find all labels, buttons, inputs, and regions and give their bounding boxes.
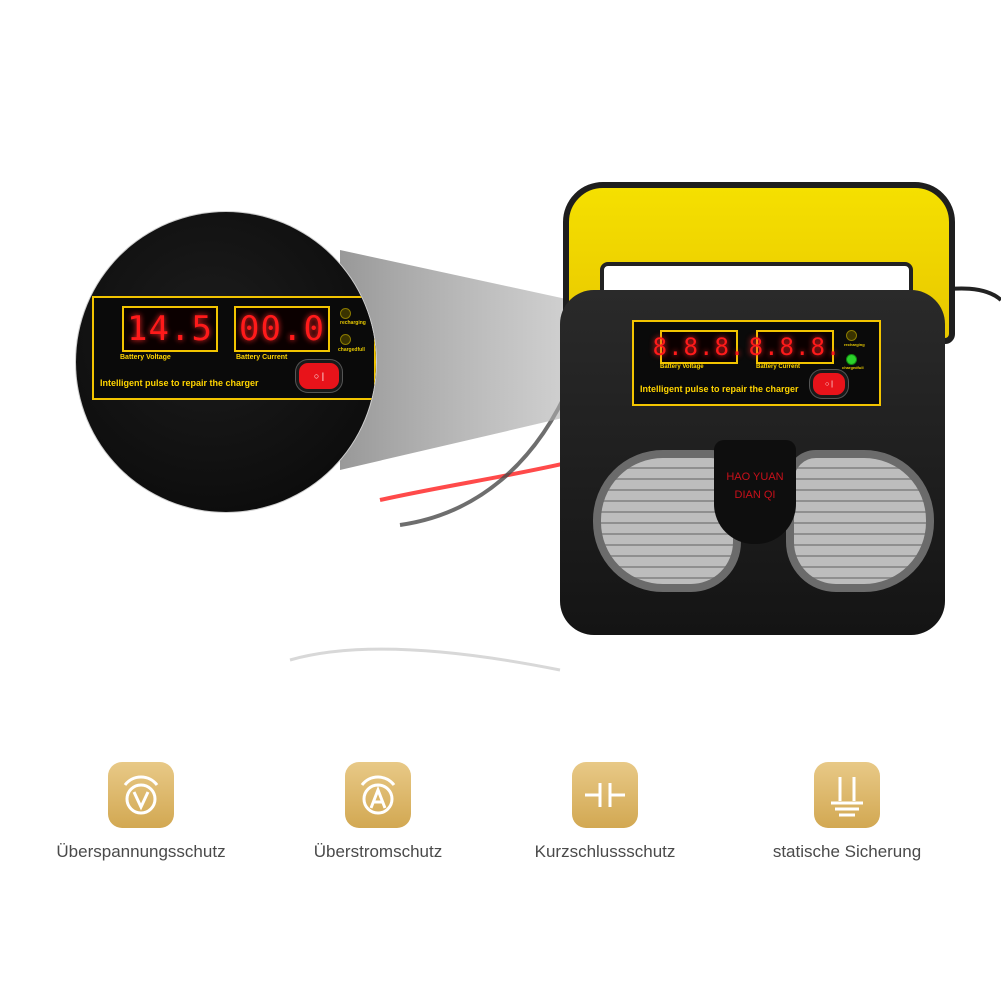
zoomed-display-panel: 14.5 00.0 Battery Voltage Battery Curren…: [92, 296, 376, 400]
charged-full-led-icon: [340, 334, 351, 345]
device-charged-full-led-icon: [846, 354, 857, 365]
feature-overvoltage: Überspannungsschutz: [41, 762, 241, 862]
feature-label-static-protection: statische Sicherung: [772, 842, 922, 861]
voltage-display: 14.5: [122, 306, 218, 352]
ground-icon: [814, 762, 880, 828]
device-display-panel: 8.8.8. 8.8.8. Battery Voltage Battery Cu…: [632, 320, 881, 406]
device-current-display: 8.8.8.: [749, 330, 840, 364]
device-recharging-led-icon: [846, 330, 857, 341]
charged-full-label: chargedfull: [338, 347, 365, 353]
feature-label-overcurrent: Überstromschutz: [313, 842, 443, 861]
recharging-label: recharging: [340, 320, 366, 326]
recharging-led-icon: [340, 308, 351, 319]
device-charged-full-label: chargedfull: [842, 365, 864, 370]
right-vent-grille: [786, 450, 934, 592]
device-power-switch: ○ |: [810, 370, 848, 398]
overvoltage-icon: [108, 762, 174, 828]
brand-line-1: HAO YUAN: [726, 471, 784, 483]
feature-label-overvoltage: Überspannungsschutz: [56, 842, 226, 861]
brand-line-2: DIAN QI: [734, 489, 776, 501]
device-recharging-label: recharging: [844, 342, 865, 347]
voltage-label: Battery Voltage: [120, 354, 171, 361]
feature-label-short-circuit: Kurzschlussschutz: [534, 842, 676, 861]
feature-overcurrent: Überstromschutz: [278, 762, 478, 862]
device-voltage-label: Battery Voltage: [660, 364, 704, 370]
device-current-label: Battery Current: [756, 364, 801, 370]
device-slogan-text: Intelligent pulse to repair the charger: [640, 384, 799, 394]
short-circuit-icon: [572, 762, 638, 828]
current-display: 00.0: [234, 306, 330, 352]
feature-static-protection: statische Sicherung: [747, 762, 947, 862]
feature-short-circuit: Kurzschlussschutz: [505, 762, 705, 862]
device-voltage-display: 8.8.8.: [653, 330, 744, 364]
zoom-magnifier: 14.5 00.0 Battery Voltage Battery Curren…: [76, 212, 376, 512]
slogan-text: Intelligent pulse to repair the charger: [100, 378, 259, 388]
power-switch: ○ |: [296, 360, 342, 392]
overcurrent-icon: [345, 762, 411, 828]
current-label: Battery Current: [236, 354, 288, 361]
brand-plate: HAO YUAN DIAN QI: [714, 440, 796, 544]
